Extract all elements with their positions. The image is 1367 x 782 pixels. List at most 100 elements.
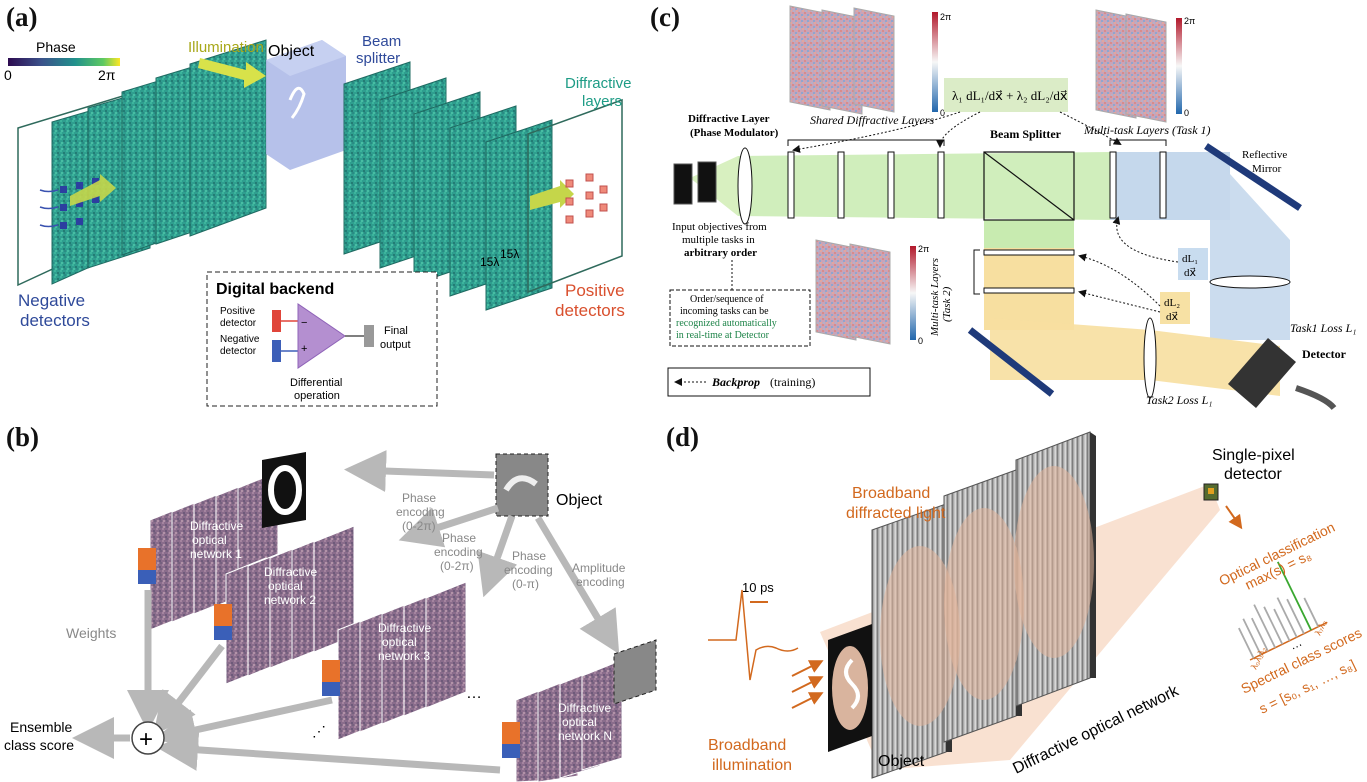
network-n-line-1: Diffractive [558,701,611,715]
ensemble-label-2: class score [4,737,74,753]
network-2-stack [225,525,355,685]
encoding-2-line-1: Phase [442,531,476,545]
diffraction-pattern-2 [944,508,1024,700]
broadband-diffracted-1: Broadband [852,485,930,502]
phase-colorbar [8,58,120,66]
spectral-bar-5 [1273,608,1291,642]
diffractive-layer-label-2: (Phase Modulator) [690,127,779,139]
network-1-line-3: network 1 [190,547,242,561]
beam-splitter-label-c: Beam Splitter [990,127,1062,141]
illumination-label: Illumination [188,39,264,56]
object-label: Object [268,43,315,60]
differential-text-2: operation [294,390,340,402]
spectral-bar-3 [1253,604,1276,649]
phase-colorbar-min: 0 [4,67,12,83]
negative-detector-array [60,178,99,229]
blue-beam-horizontal [1110,152,1230,220]
task1-colorbar [1176,18,1182,114]
mirror-label-2: Mirror [1252,163,1282,175]
mirror-label-1: Reflective [1242,149,1287,161]
green-beam [738,152,1110,220]
loss-formula: λ₁ dL₁/dx⃗ + λ₂ dL₂/dx⃗ [952,88,1068,103]
detector-cable [1295,385,1337,411]
task2-bracket [973,249,980,295]
grad-2-bottom: dx⃗ [1166,311,1179,323]
plus-sign: + [301,343,307,355]
weights-label: Weights [66,625,116,641]
encoding-1-line-1: Phase [402,491,436,505]
task2-lens [1143,317,1157,399]
diffractive-layers-label-2: layers [582,93,622,110]
detector-output-arrow [1225,505,1243,530]
sum-symbol: + [139,726,153,753]
broadband-illumination-2: illumination [712,757,792,774]
positive-detector-plane [527,98,623,294]
input-object-1 [673,163,693,205]
grad-1-box [1178,248,1208,280]
object-image [495,453,549,517]
spectral-bar-1 [1242,618,1262,656]
reflective-mirror-bottom [967,327,1055,397]
task2-colorbar [910,246,916,340]
spectral-bar-4 [1263,606,1284,645]
negative-detector-block [272,340,281,362]
encoding-1-line-2: encoding [396,505,445,519]
pulse-scale-label: 10 ps [742,580,774,595]
network-2-line-3: network 2 [264,593,316,607]
shared-layer-images [789,5,895,115]
illumination-arrow [198,58,266,88]
task1-bracket [1109,139,1167,146]
task1-layer-images [1095,9,1167,123]
negative-detectors-label-2: detectors [20,311,90,330]
ensemble-label-1: Ensemble [10,719,72,735]
network-1-stack [149,452,306,631]
encoding-2-line-2: encoding [434,545,483,559]
object-label-b: Object [556,492,603,509]
shared-colorbar-max: 2π [940,12,951,22]
backprop-legend-bold: Backprop [711,375,760,389]
broadband-diffracted-2: diffracted light [846,505,946,522]
order-text-4: in real-time at Detector [676,330,770,341]
grad-2-box [1160,292,1190,324]
input-object-2 [697,161,717,203]
pulse-waveform [708,589,799,681]
positive-detectors-label-2: detectors [555,301,625,320]
scale-label-1: 15λ [480,255,499,269]
detector-grids [138,548,520,758]
task1-loss-label: Task1 Loss L₁ [1290,321,1356,335]
panel-c: (c) 2π 0 Shared Diffractive Layers 2π 0 … [650,2,1356,411]
lambda-low-label: λ₀λ₁λ₂ [1249,645,1269,671]
negative-detector-text-2: detector [220,346,257,357]
single-pixel-label-1: Single-pixel [1212,447,1295,464]
grad-2-top: dL₂ [1164,297,1180,309]
detector-pixel [1208,488,1214,494]
panel-a-label: (a) [6,2,37,32]
beam-splitter-label-2: splitter [356,50,400,67]
task1-colorbar-max: 2π [1184,16,1195,26]
shared-colorbar-min: 0 [940,108,945,118]
positive-detector-text-1: Positive [220,306,255,317]
blue-beam-down [1210,152,1290,340]
output-light-arrow-right [530,180,574,210]
scale-label-2: 15λ [500,247,519,261]
task2-layers-label-1: Multi-task Layers [929,258,941,337]
negative-detector-wires [39,189,59,228]
backprop-arrows [792,111,1179,313]
negative-detector-text-1: Negative [220,334,260,345]
spectral-bar-6 [1276,597,1298,638]
spectral-dots: … [1287,635,1304,653]
network-n-line-3: network N [558,729,612,743]
task1-layers-label: Multi-task Layers (Task 1) [1083,123,1211,137]
encoding-3-line-2: encoding [504,563,553,577]
phase-colorbar-title: Phase [36,39,76,55]
diffraction-pattern-3 [1014,466,1094,658]
order-box [669,289,811,347]
object-cube-top [266,40,346,76]
positive-detectors-label-1: Positive [565,281,625,300]
input-text-2: multiple tasks in [682,234,755,246]
final-output-text-2: output [380,339,411,351]
spectral-bars [1238,561,1328,661]
sum-node [131,721,165,755]
illumination-arrows [791,660,824,709]
